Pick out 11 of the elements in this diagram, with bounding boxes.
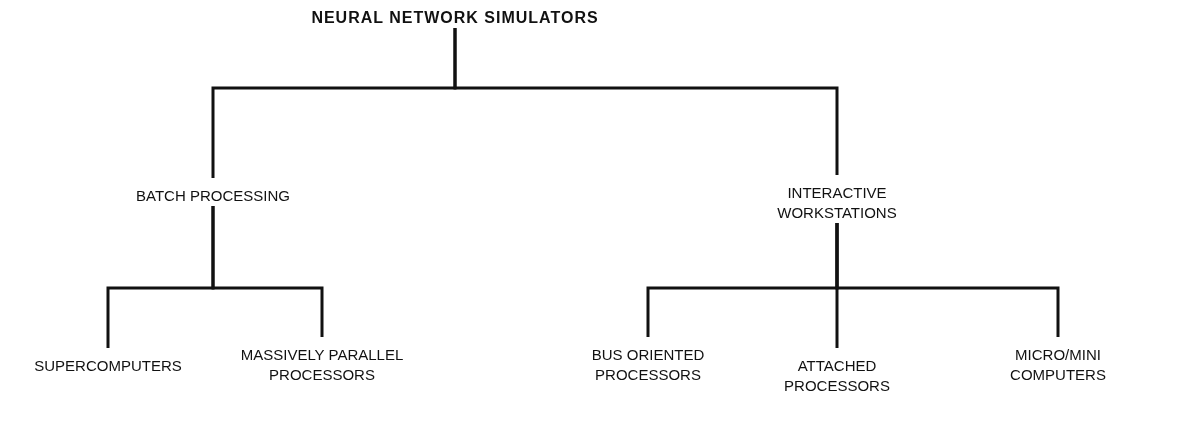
category-label: BUS ORIENTED PROCESSORS <box>590 345 706 385</box>
category-label: MASSIVELY PARALLEL PROCESSORS <box>239 345 405 385</box>
tree-connector <box>453 26 839 175</box>
category-label: SUPERCOMPUTERS <box>33 356 183 376</box>
tree-connector <box>211 204 324 337</box>
root-label: NEURAL NETWORK SIMULATORS <box>310 8 600 28</box>
tree-connector <box>835 221 1060 337</box>
category-label: BATCH PROCESSING <box>135 186 291 206</box>
category-label: ATTACHED PROCESSORS <box>783 356 891 396</box>
category-label: MICRO/MINI COMPUTERS <box>1009 345 1107 385</box>
category-label: INTERACTIVE WORKSTATIONS <box>776 183 898 223</box>
